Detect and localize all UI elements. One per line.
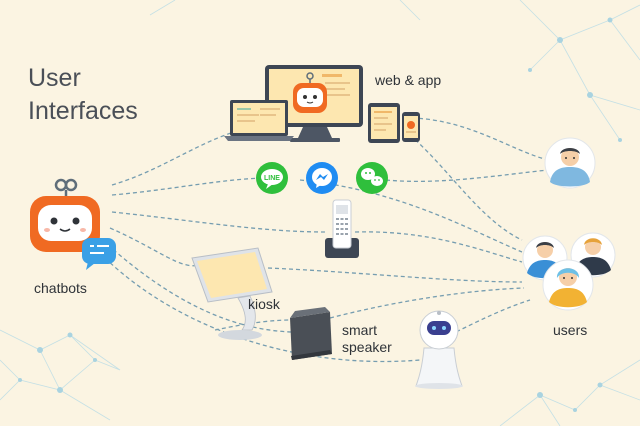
title-line-2: Interfaces xyxy=(28,97,138,125)
user-avatar-icon xyxy=(544,137,596,189)
smart-speaker-label-line-2: speaker xyxy=(342,339,392,355)
laptop-icon xyxy=(224,100,294,141)
kiosk-label: kiosk xyxy=(248,296,280,312)
web-app-label: web & app xyxy=(375,72,442,88)
monitor-bot-icon xyxy=(293,72,327,113)
line-app-icon: LINE xyxy=(256,162,288,194)
connector-phone-users xyxy=(354,231,523,263)
connector-chatbot-line xyxy=(111,177,263,196)
tablet-icon xyxy=(368,103,400,143)
title-line-1: User xyxy=(28,64,81,92)
connector-robot-users xyxy=(449,299,531,336)
messenger-icon xyxy=(306,162,338,194)
connector-kiosk-users xyxy=(267,267,523,283)
line-app-text: LINE xyxy=(264,175,280,182)
connector-chatbot-web xyxy=(111,121,301,186)
smart-speaker-icon xyxy=(290,307,332,360)
connector-web-users xyxy=(409,134,523,241)
page-title: User Interfaces xyxy=(28,62,138,128)
chatbot-icon xyxy=(30,178,100,252)
chat-bubble-icon xyxy=(82,238,116,270)
smart-speaker-label-line-1: smart xyxy=(342,322,377,338)
users-label: users xyxy=(553,322,588,338)
connector-web-user xyxy=(411,117,549,161)
robot-icon xyxy=(415,310,463,389)
connector-chatbot-phone xyxy=(111,211,326,233)
wechat-icon xyxy=(356,162,388,194)
kiosk-icon xyxy=(191,247,273,340)
chatbots-label: chatbots xyxy=(34,280,87,296)
cordless-phone-icon xyxy=(325,199,359,258)
smart-speaker-label: smart speaker xyxy=(342,322,412,356)
connector-chatbot-kiosk xyxy=(109,227,201,267)
connector-chatbot-speaker xyxy=(107,244,293,333)
connector-speaker-users xyxy=(329,287,525,319)
users-group-icon xyxy=(522,232,616,311)
smartphone-icon xyxy=(402,112,420,142)
